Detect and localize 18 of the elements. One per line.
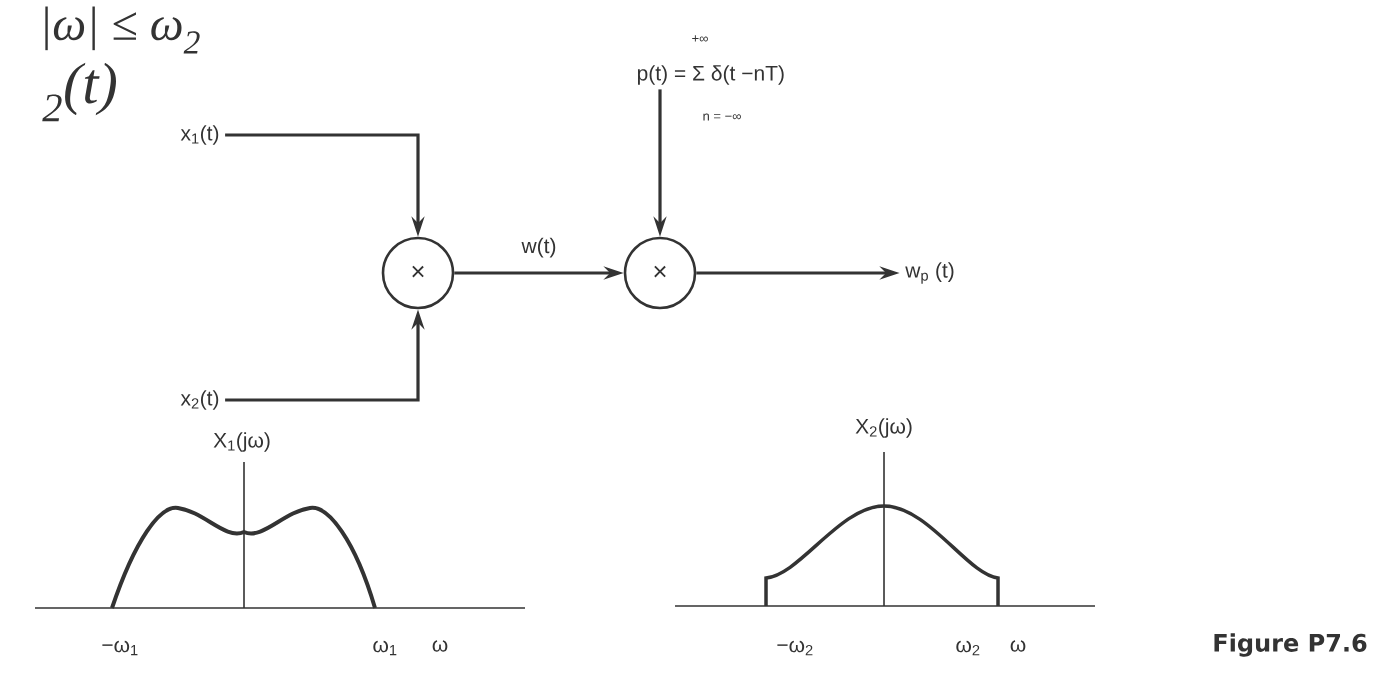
sum-limit: +∞ — [692, 35, 708, 42]
formula-fragment: $_{2}$(t) — [42, 62, 116, 122]
signal-label: w$_{p}$ (t) — [905, 262, 954, 284]
axis-label: ω — [432, 640, 448, 652]
signal-label: x$_{2}$(t) — [180, 390, 219, 410]
tick-label: ω$_{1}$ — [373, 640, 397, 656]
tick-label: −ω$_{1}$ — [102, 640, 138, 656]
impulse-train-formula: p(t) = Σ δ(t −nT) — [637, 65, 784, 85]
signal-label: x$_{1}$(t) — [180, 125, 219, 145]
figure-caption: Figure P7.6 — [1214, 633, 1367, 657]
tick-label: ω$_{2}$ — [956, 640, 980, 656]
axis-label: X$_{1}$(jω) — [213, 432, 270, 452]
tick-label: −ω$_{2}$ — [777, 640, 813, 656]
formula-fragment: |ω| ≤ ω$_{2}$ — [45, 6, 200, 54]
sum-limit: n = −∞ — [703, 113, 741, 121]
edge-label: w(t) — [521, 237, 556, 258]
axis-label: X$_{2}$(jω) — [855, 418, 912, 438]
axis-label: ω — [1010, 640, 1026, 652]
